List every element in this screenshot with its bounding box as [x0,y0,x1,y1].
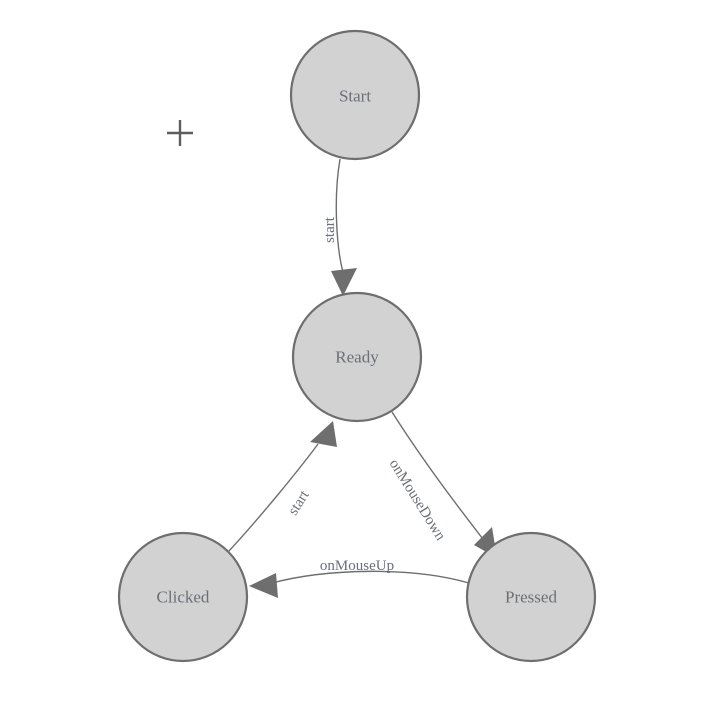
plus-marker[interactable] [167,120,193,146]
edge-label-start-to-ready: start [322,216,338,243]
node-ready-label: Ready [335,348,379,367]
node-pressed-circle[interactable] [465,531,597,663]
edge-ready-to-pressed[interactable]: onMouseDown [386,411,497,558]
edge-path-start-to-ready[interactable] [335,158,344,273]
node-start-circle[interactable] [289,29,421,161]
node-ready[interactable]: Ready [291,291,423,423]
edge-clicked-to-ready[interactable]: start [228,421,337,552]
arrowhead-into-ready-from-clicked [310,421,337,447]
node-clicked-label: Clicked [157,588,210,607]
node-start[interactable]: Start [289,29,421,161]
edge-label-ready-to-pressed: onMouseDown [386,457,449,544]
edge-path-clicked-to-ready[interactable] [228,443,319,552]
node-clicked[interactable]: Clicked [117,531,249,663]
edge-path-ready-to-pressed[interactable] [391,411,487,544]
node-clicked-circle[interactable] [117,531,249,663]
node-start-label: Start [339,87,371,106]
arrowhead-into-clicked [249,573,278,598]
node-pressed[interactable]: Pressed [465,531,597,663]
arrowhead-into-ready-from-start [331,268,357,296]
edge-pressed-to-clicked[interactable]: onMouseUp [249,558,470,598]
edge-path-pressed-to-clicked[interactable] [271,570,470,584]
edge-label-pressed-to-clicked: onMouseUp [320,558,394,574]
edge-start-to-ready[interactable]: start [322,158,357,296]
edge-label-clicked-to-ready: start [285,487,313,518]
node-ready-circle[interactable] [291,291,423,423]
node-pressed-label: Pressed [505,588,557,607]
